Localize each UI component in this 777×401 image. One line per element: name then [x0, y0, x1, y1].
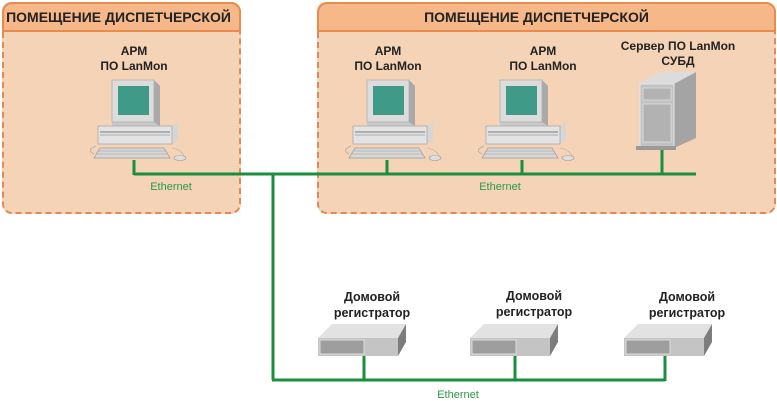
registrar-label: Домовой регистратор	[649, 289, 725, 321]
ethernet-label: Ethernet	[479, 181, 521, 193]
label-line: АРМ	[529, 44, 557, 58]
workstation-icon	[89, 79, 187, 161]
workstation-icon	[344, 79, 442, 161]
server-icon	[636, 72, 696, 150]
workstation-label: АРМ ПО LanMon	[509, 44, 576, 74]
label-line: ПО LanMon	[509, 59, 577, 73]
label-line: Сервер ПО LanMon	[620, 39, 736, 53]
label-line: Домовой	[505, 289, 563, 303]
control-room-left: ПОМЕЩЕНИЕ ДИСПЕТЧЕРСКОЙ	[2, 2, 241, 214]
label-line: ПО LanMon	[354, 59, 422, 73]
label-line: АРМ	[120, 44, 148, 58]
label-line: АРМ	[374, 44, 402, 58]
ethernet-label: Ethernet	[437, 389, 479, 401]
registrar-icon	[623, 323, 713, 357]
label-line: ПО LanMon	[100, 59, 168, 73]
room-title: ПОМЕЩЕНИЕ ДИСПЕТЧЕРСКОЙ	[2, 2, 241, 32]
registrar-label: Домовой регистратор	[334, 289, 410, 321]
label-line: регистратор	[495, 305, 573, 319]
label-line: СУБД	[661, 54, 695, 68]
room-title: ПОМЕЩЕНИЕ ДИСПЕТЧЕРСКОЙ	[317, 2, 776, 32]
registrar-icon	[317, 323, 407, 357]
server-label: Сервер ПО LanMon СУБД	[621, 39, 736, 69]
label-line: Домовой	[658, 290, 716, 304]
workstation-label: АРМ ПО LanMon	[100, 44, 167, 74]
ethernet-links	[132, 150, 696, 382]
registrar-label: Домовой регистратор	[496, 288, 572, 320]
ethernet-label: Ethernet	[150, 181, 192, 193]
registrar-icon	[469, 323, 559, 357]
label-line: регистратор	[648, 306, 726, 320]
workstation-icon	[477, 79, 575, 161]
workstation-label: АРМ ПО LanMon	[354, 44, 421, 74]
label-line: регистратор	[333, 306, 411, 320]
label-line: Домовой	[343, 290, 401, 304]
